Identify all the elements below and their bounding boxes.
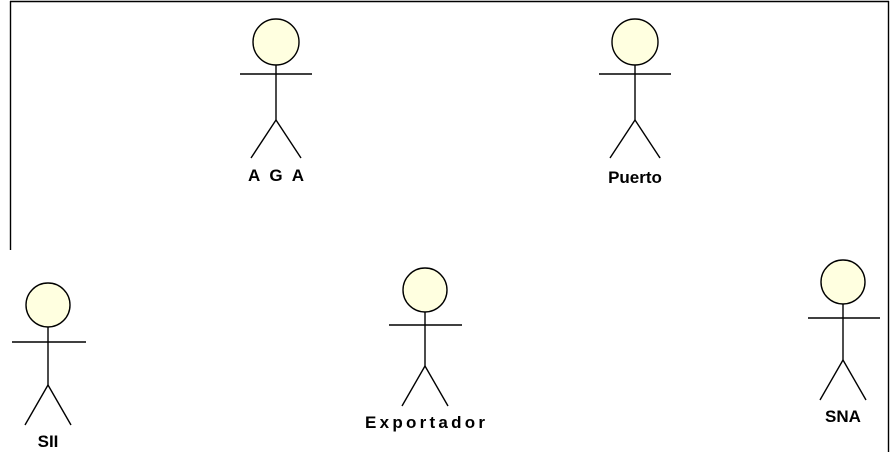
actor-left-leg (250, 119, 277, 159)
actor-icon (599, 18, 671, 159)
actor-label: Puerto (608, 168, 662, 187)
actor-right-leg (634, 119, 661, 159)
actor-head (611, 18, 659, 66)
actor-head (402, 267, 448, 313)
actor-right-leg (47, 384, 72, 426)
actor-label: AGA (248, 166, 304, 185)
actor-aga[interactable]: AGA (240, 18, 312, 185)
diagram-border (9, 0, 890, 452)
actor-icon (240, 18, 312, 159)
actor-right-leg (842, 359, 867, 401)
actor-label: SII (38, 432, 59, 451)
actor-sna[interactable]: SNA (808, 259, 880, 426)
actor-icon (12, 282, 86, 426)
actor-label: SNA (825, 407, 861, 426)
actor-head (820, 259, 866, 305)
actor-puerto[interactable]: Puerto (599, 18, 671, 187)
actor-left-leg (609, 119, 636, 159)
actor-right-leg (424, 365, 449, 407)
actor-head (25, 282, 71, 328)
actor-exportador[interactable]: Exportador (365, 267, 485, 432)
actor-left-leg (24, 384, 49, 426)
actor-label: Exportador (365, 413, 485, 432)
actor-left-leg (819, 359, 844, 401)
actor-sii[interactable]: SII (12, 282, 86, 451)
actor-right-leg (275, 119, 302, 159)
actor-icon (389, 267, 462, 407)
actor-left-leg (401, 365, 426, 407)
actor-icon (808, 259, 880, 401)
actor-head (252, 18, 300, 66)
